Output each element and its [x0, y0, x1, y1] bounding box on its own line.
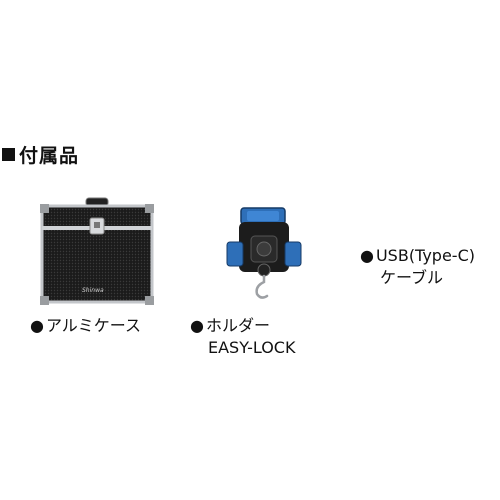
caption-aluminum-case: ●アルミケース — [30, 315, 141, 337]
section-heading: 付属品 — [0, 142, 80, 167]
caption-line2: EASY-LOCK — [208, 338, 296, 357]
caption-line1: ホルダー — [205, 316, 270, 335]
heading-text: 付属品 — [19, 144, 80, 167]
caption-line2: ケーブル — [380, 268, 444, 287]
bullet-icon: ● — [30, 316, 44, 335]
bullet-icon: ● — [360, 246, 374, 265]
case-logo-text: Shinwa — [82, 287, 104, 294]
caption-line1: USB(Type-C) — [375, 246, 475, 265]
caption-line1: アルミケース — [45, 316, 142, 335]
caption-usb-cable: ●USB(Type-C) ケーブル — [360, 245, 475, 289]
heading-square-icon — [2, 147, 15, 161]
aluminum-case-image: Shinwa — [40, 197, 154, 305]
caption-holder: ●ホルダー EASY-LOCK — [190, 315, 295, 359]
holder-easy-lock-image — [226, 207, 302, 299]
bullet-icon: ● — [190, 316, 204, 335]
